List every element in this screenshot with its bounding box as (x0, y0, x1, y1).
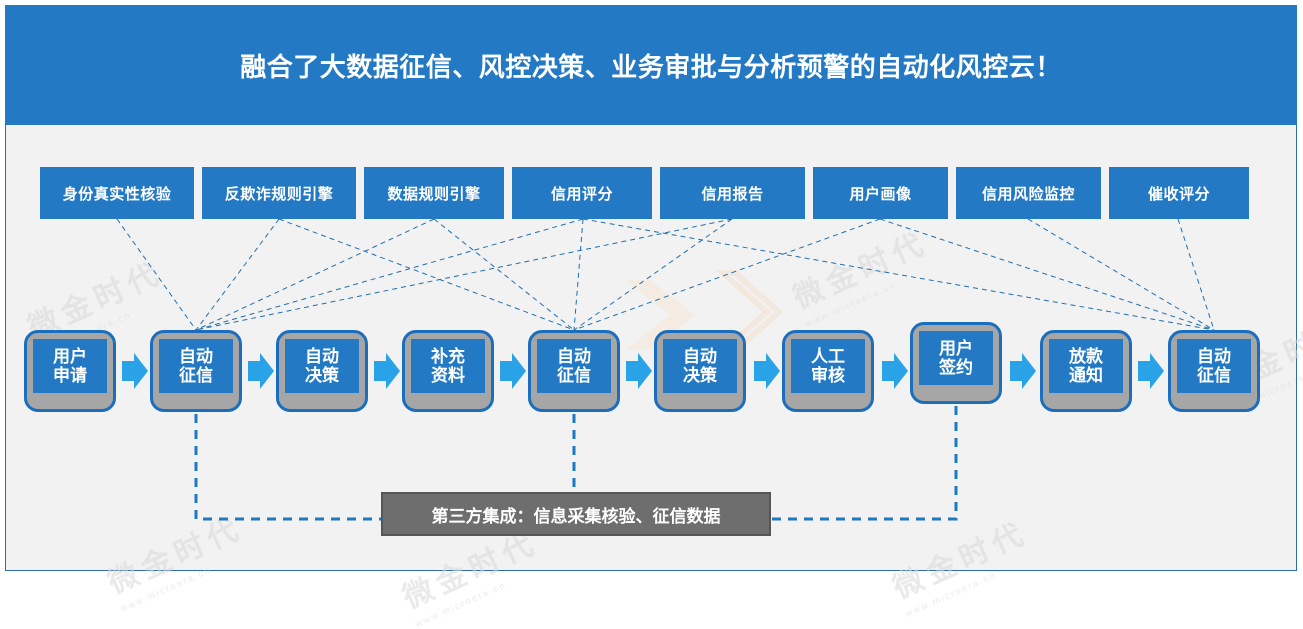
process-step[interactable]: 自动 征信 (150, 330, 242, 412)
flow-arrow-icon (1138, 353, 1164, 389)
step-line-1: 自动 (557, 346, 591, 366)
capability-box[interactable]: 信用报告 (660, 167, 805, 219)
process-step-label: 放款 通知 (1049, 339, 1123, 393)
step-line-1: 人工 (811, 346, 845, 366)
step-line-1: 自动 (179, 346, 213, 366)
process-step-label: 用户 签约 (919, 331, 993, 385)
step-line-2: 审核 (811, 366, 845, 385)
capability-box[interactable]: 信用风险监控 (956, 167, 1101, 219)
flow-arrow-icon (626, 353, 652, 389)
step-line-2: 通知 (1069, 366, 1103, 385)
capability-box[interactable]: 用户画像 (813, 167, 948, 219)
flow-arrow-icon (500, 353, 526, 389)
slide-canvas: 微金时代 www.microera.cn 微金时代 www.microera.c… (5, 5, 1303, 629)
step-line-2: 征信 (179, 366, 213, 385)
step-line-1: 用户 (53, 346, 87, 366)
step-line-2: 决策 (305, 366, 339, 385)
process-step[interactable]: 自动 决策 (654, 330, 746, 412)
step-line-1: 自动 (683, 346, 717, 366)
process-step[interactable]: 自动 决策 (276, 330, 368, 412)
step-line-1: 自动 (1197, 346, 1231, 366)
process-step-label: 自动 征信 (537, 339, 611, 393)
integration-bar[interactable]: 第三方集成：信息采集核验、征信数据 (381, 492, 771, 536)
connector-lines (116, 218, 1215, 521)
process-step-label: 补充 资料 (411, 339, 485, 393)
capability-box[interactable]: 身份真实性核验 (40, 167, 194, 219)
process-step[interactable]: 用户 签约 (910, 322, 1002, 404)
flow-arrow-icon (882, 353, 908, 389)
process-step-label: 自动 征信 (159, 339, 233, 393)
step-line-1: 用户 (939, 338, 973, 358)
process-step-label: 自动 征信 (1177, 339, 1251, 393)
process-step-label: 自动 决策 (285, 339, 359, 393)
step-line-1: 补充 (431, 346, 465, 366)
process-step[interactable]: 用户 申请 (24, 330, 116, 412)
page-title: 融合了大数据征信、风控决策、业务审批与分析预警的自动化风控云！ (240, 51, 1062, 82)
process-step[interactable]: 放款 通知 (1040, 330, 1132, 412)
capability-box[interactable]: 催收评分 (1109, 167, 1249, 219)
flow-arrow-icon (122, 353, 148, 389)
flow-arrow-icon (374, 353, 400, 389)
step-line-2: 决策 (683, 366, 717, 385)
capability-box[interactable]: 数据规则引擎 (364, 167, 504, 219)
step-line-2: 资料 (431, 366, 465, 385)
step-line-2: 征信 (557, 366, 591, 385)
step-line-2: 签约 (939, 358, 973, 377)
process-step-label: 自动 决策 (663, 339, 737, 393)
process-step[interactable]: 人工 审核 (782, 330, 874, 412)
flow-arrow-icon (248, 353, 274, 389)
step-line-2: 征信 (1197, 366, 1231, 385)
process-step-label: 用户 申请 (33, 339, 107, 393)
process-step[interactable]: 自动 征信 (528, 330, 620, 412)
capability-box[interactable]: 反欺诈规则引擎 (202, 167, 356, 219)
process-step[interactable]: 补充 资料 (402, 330, 494, 412)
step-line-1: 放款 (1069, 346, 1103, 366)
step-line-2: 申请 (53, 366, 87, 385)
flow-arrow-icon (754, 353, 780, 389)
process-step[interactable]: 自动 征信 (1168, 330, 1260, 412)
flow-arrow-icon (1010, 353, 1036, 389)
process-step-label: 人工 审核 (791, 339, 865, 393)
header-banner: 融合了大数据征信、风控决策、业务审批与分析预警的自动化风控云！ (5, 5, 1297, 125)
step-line-1: 自动 (305, 346, 339, 366)
capability-box[interactable]: 信用评分 (512, 167, 652, 219)
